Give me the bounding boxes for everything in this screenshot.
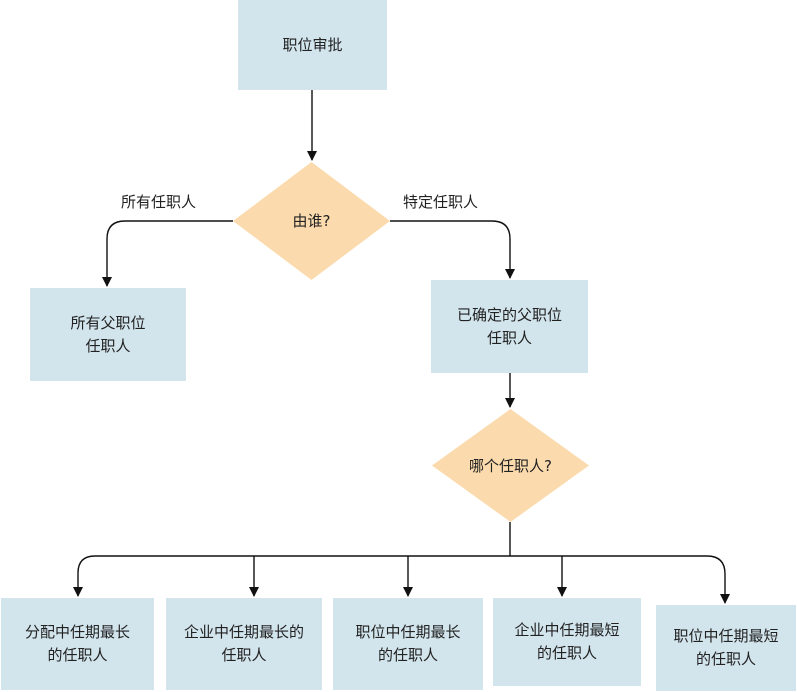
leaf-shortest-tenure-in-enterprise: 企业中任期最短 的任职人 (493, 598, 641, 686)
decision-node-which-incumbent: 哪个任职人? (432, 409, 589, 522)
edge-label-specific-incumbent: 特定任职人 (403, 193, 479, 211)
node-label-line-1: 已确定的父职位 (456, 305, 562, 324)
node-determined-parent-incumbent: 已确定的父职位 任职人 (431, 280, 588, 373)
node-label-line-2: 任职人 (221, 646, 267, 664)
node-label-line-1: 职位中任期最长 (355, 623, 461, 641)
node-label-line-2: 的任职人 (695, 650, 756, 668)
decision-who-label: 由谁? (292, 212, 331, 230)
leaf-longest-tenure-in-assignment: 分配中任期最长 的任职人 (1, 598, 154, 690)
node-label-line-1: 分配中任期最长 (24, 623, 130, 641)
leaf-shortest-tenure-in-position: 职位中任期最短 的任职人 (656, 605, 796, 691)
arrow-to-leaf-5 (706, 555, 730, 604)
edge-label-all-incumbents: 所有任职人 (121, 193, 197, 211)
arrow-who-to-all-parent (102, 220, 233, 287)
leaf-longest-tenure-in-position: 职位中任期最长 的任职人 (333, 598, 483, 690)
arrow-to-leaf-1 (73, 555, 96, 597)
decision-diamond-shape (233, 162, 390, 280)
node-label-line-2: 的任职人 (536, 644, 597, 662)
node-label-line-1: 职位中任期最短 (673, 627, 779, 645)
start-node-label: 职位审批 (282, 35, 343, 54)
node-label-line-2: 的任职人 (377, 646, 438, 664)
leaf-longest-tenure-in-enterprise: 企业中任期最长的 任职人 (166, 598, 322, 690)
node-label-line-2: 任职人 (85, 336, 131, 355)
node-label-line-2: 任职人 (486, 328, 532, 347)
decision-diamond-shape (432, 409, 589, 522)
node-label-line-2: 的任职人 (47, 646, 108, 664)
node-all-parent-incumbents: 所有父职位 任职人 (30, 288, 186, 381)
decision-which-label: 哪个任职人? (469, 456, 552, 475)
decision-node-who: 由谁? (233, 162, 390, 280)
arrow-who-to-determined (390, 220, 515, 279)
node-label-line-1: 所有父职位 (70, 313, 146, 332)
node-label-line-1: 企业中任期最短 (514, 621, 620, 639)
start-node-job-approval: 职位审批 (238, 0, 387, 90)
node-label-line-1: 企业中任期最长的 (183, 623, 304, 641)
